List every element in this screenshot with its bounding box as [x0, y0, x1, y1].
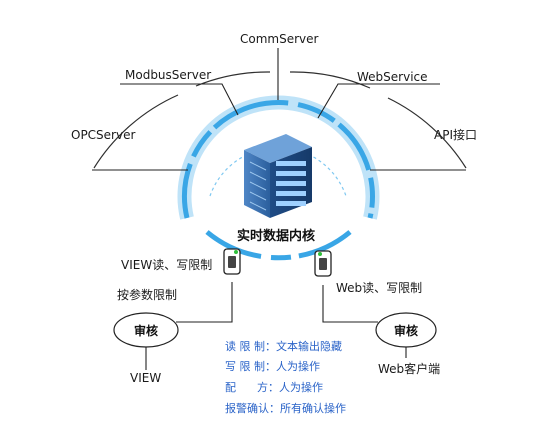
- web-client-label: Web客户端: [378, 362, 441, 376]
- node-api: API接口: [434, 128, 477, 142]
- view-rw-limit-label: VIEW读、写限制: [121, 258, 213, 272]
- left-access-card-icon: [223, 248, 241, 275]
- server-icon: [244, 134, 312, 218]
- rule-label: 读 限 制: [225, 340, 265, 353]
- rule-value: 文本输出隐藏: [276, 340, 342, 353]
- node-opcserver: OPCServer: [71, 128, 136, 142]
- rule-label: 写 限 制: [225, 360, 265, 373]
- node-modbusserver: ModbusServer: [125, 68, 212, 82]
- right-access-card-icon: [314, 250, 332, 277]
- right-audit-ellipse: [375, 312, 437, 348]
- core-ring: [177, 95, 380, 261]
- web-rw-limit-label: Web读、写限制: [336, 281, 423, 295]
- core-label: 实时数据内核: [237, 229, 316, 244]
- param-limit-label: 按参数限制: [117, 288, 178, 302]
- rule-write-limit: 写 限 制：人为操作: [225, 360, 320, 373]
- rule-read-limit: 读 限 制：文本输出隐藏: [225, 340, 342, 353]
- rule-value: 所有确认操作: [280, 402, 346, 415]
- left-audit-ellipse: [113, 312, 179, 348]
- rule-value: 人为操作: [276, 360, 320, 373]
- view-client-label: VIEW: [130, 371, 162, 385]
- node-commserver: CommServer: [240, 32, 319, 46]
- rule-recipe: 配 方：人为操作: [225, 381, 323, 394]
- node-webservice: WebService: [357, 70, 428, 84]
- connector-lines: [92, 48, 466, 370]
- rule-alarm-confirm: 报警确认：所有确认操作: [225, 402, 346, 415]
- left-audit-label: 审核: [133, 324, 158, 338]
- rule-label: 配 方: [225, 381, 268, 394]
- rule-value: 人为操作: [278, 381, 323, 394]
- rule-label: 报警确认: [225, 402, 269, 415]
- right-audit-label: 审核: [393, 324, 418, 338]
